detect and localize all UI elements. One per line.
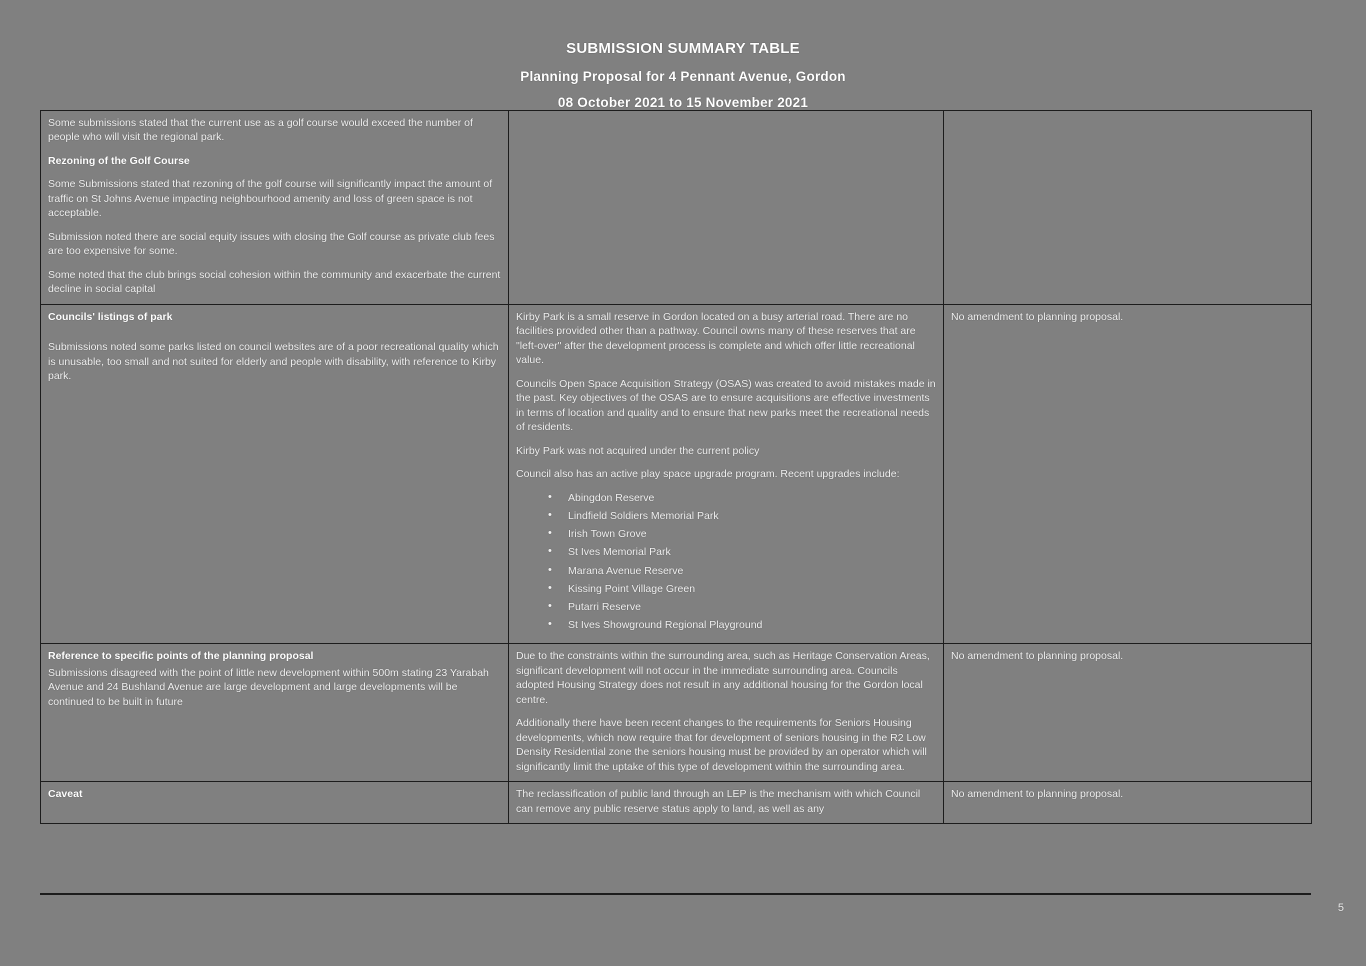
- list-item: St Ives Memorial Park: [548, 544, 936, 560]
- page-bottom-cover: [0, 896, 1366, 966]
- submission-summary-table: Some submissions stated that the current…: [40, 110, 1312, 825]
- list-item: Abingdon Reserve: [548, 490, 936, 506]
- page-number: 5: [1337, 902, 1344, 914]
- list-item: Kissing Point Village Green: [548, 581, 936, 597]
- page-title: SUBMISSION SUMMARY TABLE: [566, 40, 800, 57]
- row-caveat-response-cell: The reclassification of public land thro…: [508, 781, 944, 825]
- paragraph: Submissions noted some parks listed on c…: [48, 341, 499, 383]
- row-councils-listings-response-cell: Kirby Park is a small reserve in Gordon …: [508, 303, 944, 645]
- row-golf-course-response-cell: [508, 110, 944, 305]
- list-item: Putarri Reserve: [548, 599, 936, 615]
- table-row: Reference to specific points of the plan…: [40, 643, 1312, 783]
- paragraph: Additionally there have been recent chan…: [516, 717, 927, 773]
- row-councils-listings-submissions-cell: Councils' listings of park Submissions n…: [40, 303, 509, 645]
- table-row: Councils' listings of park Submissions n…: [40, 303, 1312, 645]
- paragraph: No amendment to planning proposal.: [951, 310, 1124, 323]
- section-heading: Caveat: [48, 788, 83, 801]
- paragraph: Some noted that the club brings social c…: [48, 268, 501, 296]
- paragraph: Kirby Park was not acquired under the cu…: [516, 444, 760, 457]
- paragraph: Submissions disagreed with the point of …: [48, 666, 489, 708]
- recent-upgrades-list: Abingdon Reserve Lindfield Soldiers Memo…: [516, 490, 936, 634]
- section-heading: Councils' listings of park: [48, 310, 173, 323]
- table-row: Some submissions stated that the current…: [40, 110, 1312, 305]
- row-caveat-amendment-cell: No amendment to planning proposal.: [943, 781, 1312, 825]
- row-golf-course-submissions-cell: Some submissions stated that the current…: [40, 110, 509, 305]
- paragraph: The reclassification of public land thro…: [516, 788, 921, 815]
- page-date-range: 08 October 2021 to 15 November 2021: [557, 95, 809, 110]
- row-golf-course-amendment-cell: [943, 110, 1312, 305]
- list-item: Lindfield Soldiers Memorial Park: [548, 508, 936, 524]
- list-item: Irish Town Grove: [548, 526, 936, 542]
- list-item: Marana Avenue Reserve: [548, 563, 936, 579]
- page-subtitle: Planning Proposal for 4 Pennant Avenue, …: [520, 69, 846, 84]
- paragraph: Kirby Park is a small reserve in Gordon …: [516, 310, 916, 367]
- section-heading: Rezoning of the Golf Course: [48, 154, 190, 167]
- table-bottom-edge: [40, 893, 1311, 895]
- row-reference-points-amendment-cell: No amendment to planning proposal.: [943, 643, 1312, 783]
- paragraph: Some submissions stated that the current…: [48, 117, 473, 144]
- paragraph: Some Submissions stated that rezoning of…: [48, 178, 493, 220]
- row-reference-points-submissions-cell: Reference to specific points of the plan…: [40, 643, 509, 783]
- submission-summary-table-wrapper: Some submissions stated that the current…: [40, 110, 1312, 825]
- paragraph: Submission noted there are social equity…: [48, 230, 495, 258]
- paragraph: No amendment to planning proposal.: [951, 788, 1124, 801]
- row-caveat-submissions-cell: Caveat: [40, 781, 509, 825]
- paragraph: Council also has an active play space up…: [516, 468, 900, 481]
- paragraph: Due to the constraints within the surrou…: [516, 650, 930, 706]
- table-row: Caveat The reclassification of public la…: [40, 781, 1312, 825]
- paragraph: No amendment to planning proposal.: [951, 650, 1124, 663]
- list-item: St Ives Showground Regional Playground: [548, 617, 936, 633]
- document-header: SUBMISSION SUMMARY TABLE Planning Propos…: [0, 0, 1366, 110]
- row-councils-listings-amendment-cell: No amendment to planning proposal.: [943, 303, 1312, 645]
- section-heading: Reference to specific points of the plan…: [48, 650, 314, 663]
- table-body: Some submissions stated that the current…: [40, 110, 1312, 825]
- row-reference-points-response-cell: Due to the constraints within the surrou…: [508, 643, 944, 783]
- paragraph: Councils Open Space Acquisition Strategy…: [516, 377, 936, 434]
